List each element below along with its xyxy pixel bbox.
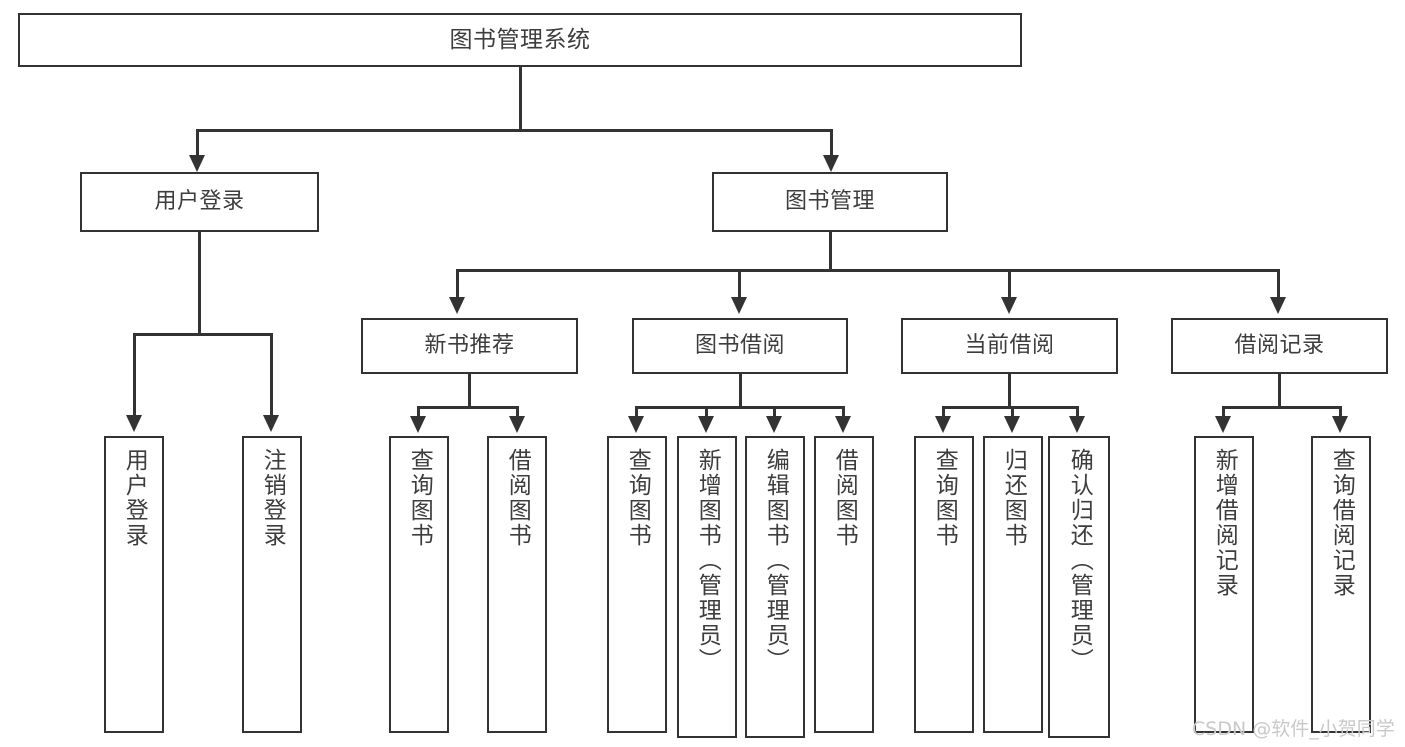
leaf-add-book-admin[interactable]: 新增图书（管理员）: [677, 436, 737, 738]
arrow-book-borrow-leaf1: [628, 416, 644, 433]
node-label: 查询图书: [406, 448, 433, 548]
node-label: 查询图书: [624, 448, 651, 548]
node-label: 新书推荐: [424, 333, 515, 359]
connector-user-login-bus: [133, 333, 273, 336]
node-label: 借阅图书: [831, 448, 858, 548]
connector-level3-bus: [456, 269, 1280, 272]
arrow-book-borrow-leaf4: [835, 416, 851, 433]
node-label: 确认归还（管理员）: [1066, 448, 1093, 673]
node-label: 新增图书（管理员）: [694, 448, 721, 673]
connector-user-login-leaf2: [270, 333, 273, 417]
node-current-borrow[interactable]: 当前借阅: [901, 318, 1118, 374]
arrow-to-new-book: [449, 297, 465, 314]
connector-to-book-management: [830, 129, 833, 157]
arrow-user-login-leaf2: [263, 415, 279, 432]
node-borrow-record[interactable]: 借阅记录: [1171, 318, 1388, 374]
connector-book-borrow-leaf2: [705, 406, 708, 418]
node-label: 用户登录: [154, 189, 245, 215]
connector-current-borrow-bus: [942, 406, 1079, 409]
connector-to-new-book: [456, 269, 459, 299]
node-label: 查询借阅记录: [1328, 448, 1355, 598]
connector-current-borrow-leaf2: [1011, 406, 1014, 418]
arrow-to-book-borrow: [731, 297, 747, 314]
leaf-query-book-current[interactable]: 查询图书: [914, 436, 974, 733]
arrow-book-borrow-leaf2: [698, 416, 714, 433]
leaf-query-book-recommend[interactable]: 查询图书: [389, 436, 449, 733]
arrow-new-book-leaf1: [410, 416, 426, 433]
leaf-borrow-book[interactable]: 借阅图书: [814, 436, 874, 733]
connector-book-borrow-bus: [635, 406, 845, 409]
node-label: 图书管理: [784, 189, 875, 215]
connector-to-user-login: [196, 129, 199, 157]
leaf-edit-book-admin[interactable]: 编辑图书（管理员）: [745, 436, 805, 738]
arrow-current-borrow-leaf3: [1069, 416, 1085, 433]
arrow-current-borrow-leaf1: [935, 416, 951, 433]
node-label: 当前借阅: [964, 333, 1055, 359]
node-label: 查询图书: [931, 448, 958, 548]
leaf-confirm-return-admin[interactable]: 确认归还（管理员）: [1048, 436, 1110, 738]
node-book-management[interactable]: 图书管理: [712, 172, 948, 232]
connector-book-borrow-leaf1: [635, 406, 638, 418]
node-label: 新增借阅记录: [1211, 448, 1238, 598]
node-label: 编辑图书（管理员）: [762, 448, 789, 673]
node-label: 注销登录: [259, 448, 286, 548]
connector-current-borrow-leaf3: [1076, 406, 1079, 418]
arrow-to-borrow-record: [1270, 297, 1286, 314]
connector-to-borrow-record: [1277, 269, 1280, 299]
connector-borrow-record-leaf1: [1222, 406, 1225, 418]
arrow-new-book-leaf2: [509, 416, 525, 433]
connector-borrow-record-stem: [1278, 374, 1281, 408]
node-label: 图书管理系统: [449, 26, 591, 53]
connector-borrow-record-leaf2: [1339, 406, 1342, 418]
leaf-query-borrow-record[interactable]: 查询借阅记录: [1311, 436, 1371, 733]
connector-new-book-leaf1: [417, 406, 420, 418]
connector-user-login-leaf1: [133, 333, 136, 417]
connector-user-login-stem: [198, 232, 201, 335]
connector-book-borrow-stem: [739, 374, 742, 408]
connector-to-current-borrow: [1008, 269, 1011, 299]
node-label: 借阅图书: [504, 448, 531, 548]
connector-root-stem: [519, 67, 522, 131]
connector-current-borrow-stem: [1008, 374, 1011, 408]
node-label: 归还图书: [1000, 448, 1027, 548]
node-label: 图书借阅: [694, 333, 785, 359]
leaf-query-book-borrow[interactable]: 查询图书: [607, 436, 667, 733]
arrow-borrow-record-leaf1: [1215, 416, 1231, 433]
node-book-management-system[interactable]: 图书管理系统: [18, 13, 1022, 67]
node-user-login[interactable]: 用户登录: [80, 172, 319, 232]
connector-book-borrow-leaf3: [773, 406, 776, 418]
arrow-to-user-login: [189, 155, 205, 172]
arrow-to-current-borrow: [1001, 297, 1017, 314]
arrow-book-borrow-leaf3: [766, 416, 782, 433]
connector-book-management-stem: [829, 232, 832, 271]
connector-borrow-record-bus: [1222, 406, 1342, 409]
watermark-text: CSDN @软件_小贺同学: [1192, 718, 1395, 740]
node-new-book-recommend[interactable]: 新书推荐: [361, 318, 578, 374]
connector-new-book-bus: [417, 406, 519, 409]
connector-new-book-leaf2: [516, 406, 519, 418]
leaf-logout[interactable]: 注销登录: [242, 436, 302, 733]
connector-to-book-borrow: [738, 269, 741, 299]
arrow-borrow-record-leaf2: [1332, 416, 1348, 433]
connector-level2-bus: [196, 129, 833, 132]
arrow-current-borrow-leaf2: [1004, 416, 1020, 433]
leaf-return-book[interactable]: 归还图书: [983, 436, 1043, 733]
node-book-borrow[interactable]: 图书借阅: [632, 318, 848, 374]
connector-current-borrow-leaf1: [942, 406, 945, 418]
node-label: 用户登录: [121, 448, 148, 548]
leaf-user-login[interactable]: 用户登录: [104, 436, 164, 733]
arrow-to-book-management: [823, 155, 839, 172]
node-label: 借阅记录: [1234, 333, 1325, 359]
leaf-add-borrow-record[interactable]: 新增借阅记录: [1194, 436, 1254, 733]
arrow-user-login-leaf1: [126, 415, 142, 432]
connector-book-borrow-leaf4: [842, 406, 845, 418]
leaf-borrow-book-recommend[interactable]: 借阅图书: [487, 436, 547, 733]
connector-new-book-stem: [468, 374, 471, 408]
